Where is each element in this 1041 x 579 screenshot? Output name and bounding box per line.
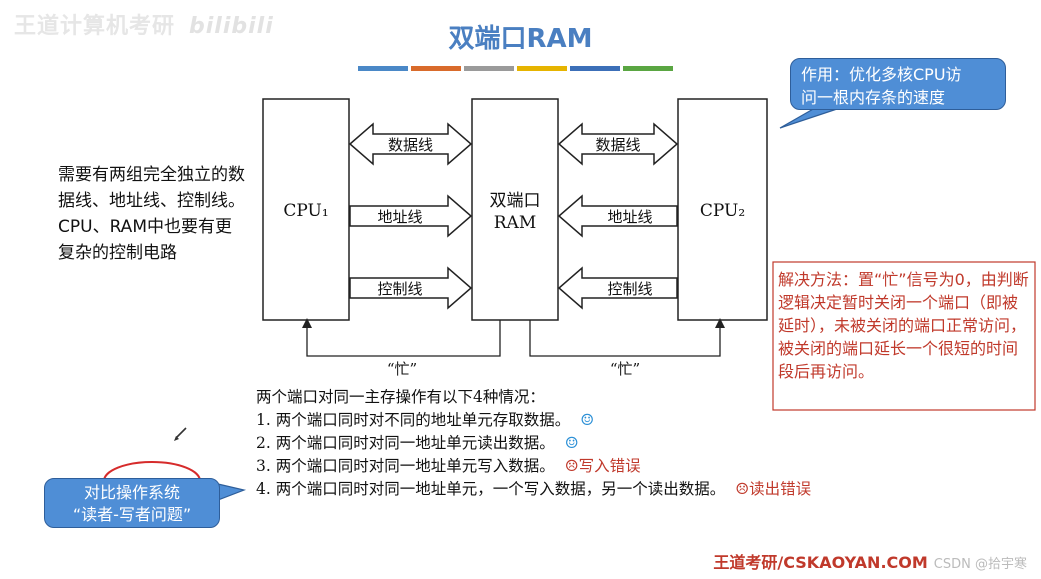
busy-left-label: “忙” [386,360,418,378]
write-error-label: ☹写入错误 [564,457,641,475]
case-item: 3. 两个端口同时对同一地址单元写入数据。 ☹写入错误 [256,455,811,478]
cases-list: 两个端口对同一主存操作有以下4种情况： 1. 两个端口同时对不同的地址单元存取数… [256,386,811,501]
read-error-label: ☹读出错误 [735,480,812,498]
color-bar [464,66,514,71]
solution-border [772,261,1036,411]
busy-right-arrowhead [715,318,725,328]
right-data-arrow [557,122,679,166]
ram-box [471,98,559,321]
color-bar [358,66,408,71]
purpose-callout: 作用：优化多核CPU访 问一根内存条的速度 [790,58,1006,110]
footer-handle: CSDN @拾宇寒 [933,557,1027,572]
pen-cursor-icon [174,427,187,441]
busy-right-line [529,320,721,357]
footer-brand-text: 王道考研/CSKAOYAN.COM [713,553,928,572]
color-bar [623,66,673,71]
footer-brand: 王道考研/CSKAOYAN.COM CSDN @拾宇寒 [713,549,1027,573]
left-addr-label: 地址线 [377,208,423,226]
solution-note: 解决方法：置“忙”信号为0，由判断逻辑决定暂时关闭一个端口（即被延时），未被关闭… [778,270,1029,381]
smile-icon: ☺ [564,434,579,452]
busy-right-label: “忙” [609,360,641,378]
case-text: 1. 两个端口同时对不同的地址单元存取数据。 [256,411,571,429]
left-note: 需要有两组完全独立的数据线、地址线、控制线。CPU、RAM中也要有更复杂的控制电… [58,165,245,263]
left-ctrl-label: 控制线 [377,280,423,298]
title-color-bars [358,66,674,72]
right-data-label: 数据线 [595,136,641,154]
case-text: 2. 两个端口同时对同一地址单元读出数据。 [256,434,555,452]
cpu2-box [677,98,768,321]
color-bar [411,66,461,71]
top-callout-tail [779,107,841,129]
left-data-label: 数据线 [387,136,433,154]
slide-title: 双端口RAM [448,24,593,54]
purpose-line1: 作用：优化多核CPU访 [801,65,962,84]
case-item: 2. 两个端口同时对同一地址单元读出数据。 ☺ [256,432,811,455]
right-addr-arrow [557,194,678,238]
right-ctrl-arrow [557,266,678,310]
case-text: 3. 两个端口同时对同一地址单元写入数据。 [256,457,555,475]
busy-left-arrowhead [302,318,312,328]
purpose-line2: 问一根内存条的速度 [801,88,946,107]
smile-icon: ☺ [580,411,595,429]
color-bar [517,66,567,71]
left-data-arrow [348,122,473,166]
ram-label-line1: 双端口 [489,191,541,211]
right-ctrl-label: 控制线 [607,280,653,298]
color-bar [570,66,620,71]
left-ctrl-arrow [349,266,473,310]
cpu2-label: CPU₂ [699,201,746,221]
bilibili-logo: bilibili [189,14,274,39]
busy-left-line [306,320,501,357]
compare-callout: 对比操作系统 “读者-写者问题” [44,478,220,528]
case-item: 4. 两个端口同时对同一地址单元，一个写入数据，另一个读出数据。 ☹读出错误 [256,478,811,501]
cpu1-label: CPU₁ [283,201,329,221]
watermark-text: 王道计算机考研 [14,14,176,39]
watermark: 王道计算机考研 bilibili [14,8,274,40]
case-text: 4. 两个端口同时对同一地址单元，一个写入数据，另一个读出数据。 [256,480,726,498]
ram-label: 双端口 RAM [472,190,558,234]
bottom-callout-tail [217,483,247,501]
cpu1-box [262,98,350,321]
ram-label-line2: RAM [493,213,537,234]
left-addr-arrow [349,194,473,238]
compare-line1: 对比操作系统 [83,483,180,502]
right-addr-label: 地址线 [607,208,653,226]
compare-line2: “读者-写者问题” [72,505,192,524]
cases-intro: 两个端口对同一主存操作有以下4种情况： [256,388,545,406]
case-item: 1. 两个端口同时对不同的地址单元存取数据。 ☺ [256,409,811,432]
